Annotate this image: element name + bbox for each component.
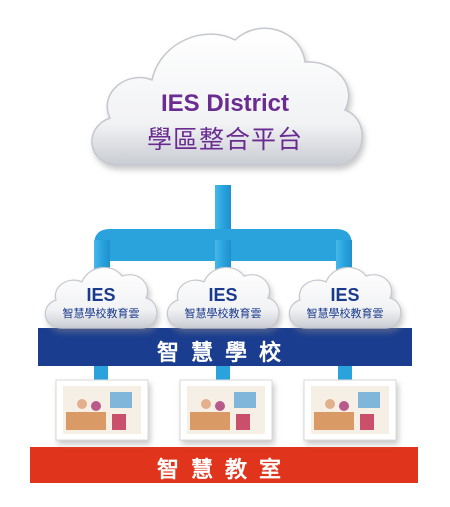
main-cloud-title: IES District (160, 90, 290, 117)
main-cloud (91, 27, 363, 166)
classroom-photo-left (55, 379, 149, 441)
main-cloud-subtitle: 學區整合平台 (146, 126, 303, 154)
school-band (38, 328, 412, 366)
classroom-photo-middle (179, 379, 273, 441)
school-cloud-title: IES (208, 285, 238, 305)
school-cloud-subtitle: 智慧學校教育雲 (62, 308, 140, 320)
school-cloud-left (44, 266, 158, 329)
classroom-band (30, 447, 418, 483)
school-cloud-subtitle: 智慧學校教育雲 (184, 308, 262, 320)
school-cloud-title: IES (86, 285, 116, 305)
school-cloud-subtitle: 智慧學校教育雲 (306, 308, 384, 320)
classroom-photo-right (303, 379, 397, 441)
school-band-label: 智慧學校 (156, 340, 293, 365)
school-cloud-title: IES (330, 285, 360, 305)
classroom-band-label: 智慧教室 (156, 457, 293, 482)
school-cloud-middle (166, 266, 280, 329)
school-cloud-right (288, 266, 402, 329)
